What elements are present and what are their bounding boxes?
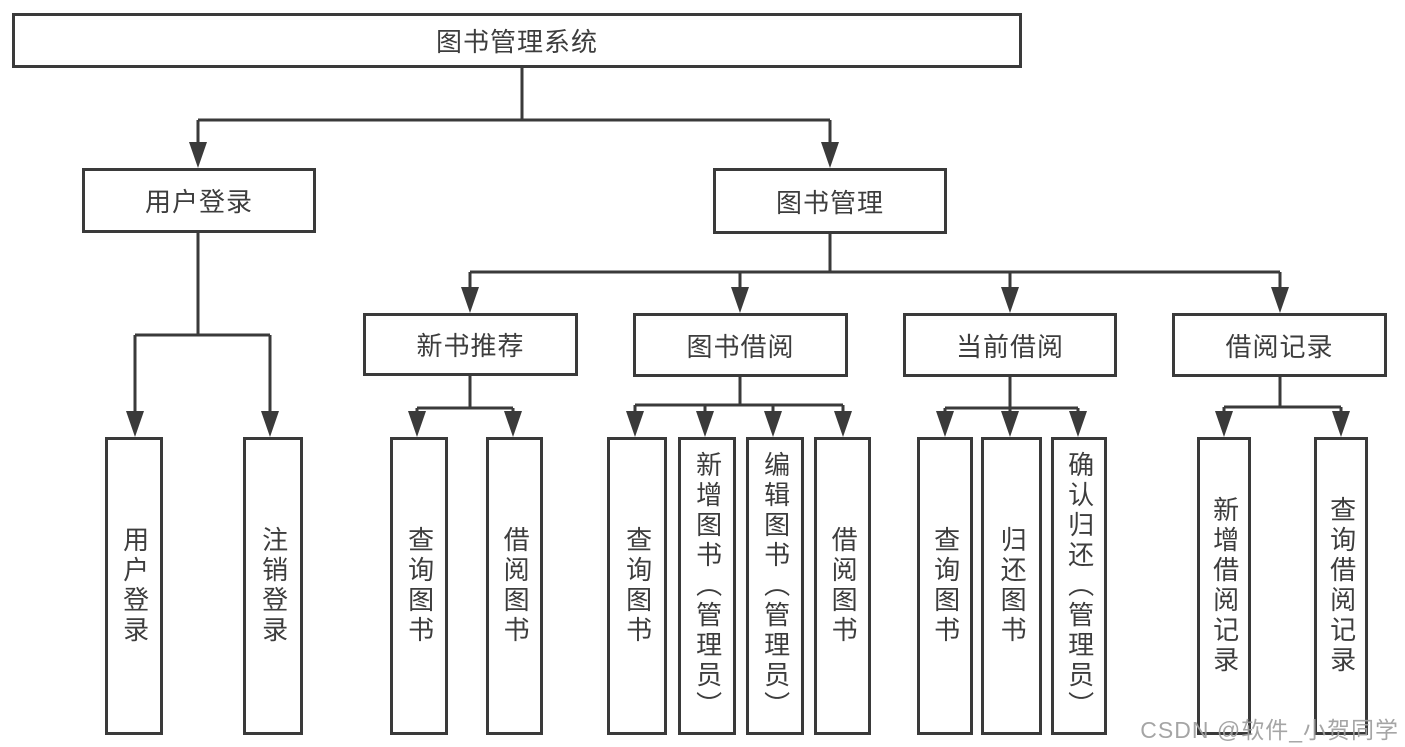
node-add-book-admin: 新增图书（管理员） bbox=[678, 437, 736, 735]
node-query-books-current: 查询图书 bbox=[917, 437, 973, 735]
node-query-borrow-record: 查询借阅记录 bbox=[1314, 437, 1368, 735]
bus-current-borrow bbox=[943, 376, 1080, 415]
node-add-borrow-record: 新增借阅记录 bbox=[1197, 437, 1251, 735]
node-query-books-borrow: 查询图书 bbox=[607, 437, 667, 735]
node-return-books: 归还图书 bbox=[981, 437, 1042, 735]
node-current-borrow: 当前借阅 bbox=[903, 313, 1117, 377]
node-book-borrow: 图书借阅 bbox=[633, 313, 848, 377]
node-user-login: 用户登录 bbox=[82, 168, 316, 233]
node-library-system: 图书管理系统 bbox=[12, 13, 1022, 68]
node-borrow-records: 借阅记录 bbox=[1172, 313, 1387, 377]
node-logout: 注销登录 bbox=[243, 437, 303, 735]
node-query-books-recommend: 查询图书 bbox=[390, 437, 448, 735]
bus-new-book-recommend bbox=[415, 376, 515, 415]
csdn-watermark: CSDN @软件_小贺同学 bbox=[1140, 717, 1399, 743]
bus-user-login bbox=[133, 232, 272, 415]
node-edit-book-admin: 编辑图书（管理员） bbox=[746, 437, 804, 735]
bus-book-borrow bbox=[633, 377, 845, 415]
node-borrow-books: 借阅图书 bbox=[814, 437, 871, 735]
node-borrow-books-recommend: 借阅图书 bbox=[486, 437, 543, 735]
node-login: 用户登录 bbox=[105, 437, 163, 735]
bus-book-management bbox=[468, 234, 1282, 291]
arrowheads bbox=[126, 142, 1350, 437]
node-book-management: 图书管理 bbox=[713, 168, 947, 234]
node-new-book-recommend: 新书推荐 bbox=[363, 313, 578, 376]
bus-root bbox=[196, 68, 832, 146]
node-confirm-return-admin: 确认归还（管理员） bbox=[1051, 437, 1107, 735]
bus-borrow-records bbox=[1222, 377, 1343, 415]
